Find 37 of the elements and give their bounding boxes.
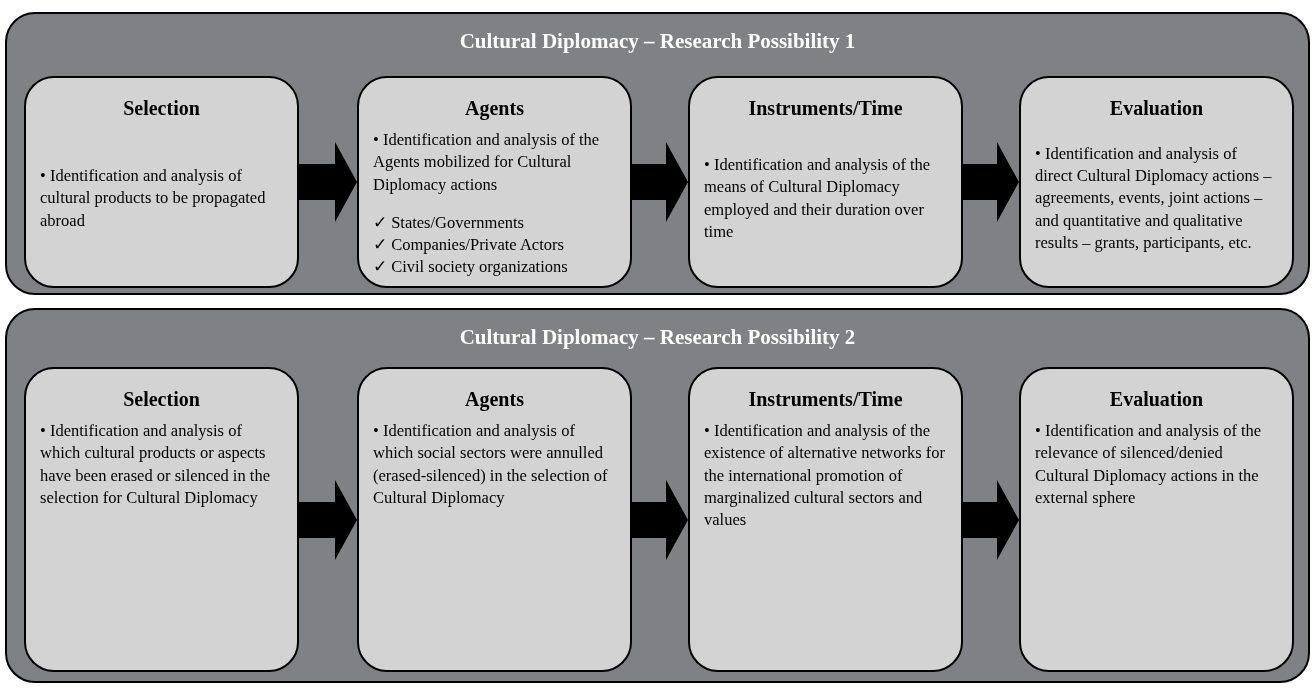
step-box [24, 76, 299, 288]
block-arrow [963, 479, 1019, 560]
step-box [357, 367, 632, 672]
step-description: • Identification and analysis of the Agents mobilized for Cultural Diplomacy actions [373, 129, 601, 196]
block-arrow [299, 479, 357, 560]
step-description: • Identification and analysis of cultural products to be propagated abroad [40, 165, 267, 232]
checklist-item: ✓ States/Governments [373, 211, 526, 234]
step-description: • Identification and analysis of the existence of alternative networks for the international promotion of marginalized cultural sectors and values [704, 420, 946, 532]
step-box [1019, 76, 1294, 288]
checklist-item: ✓ Civil society organizations [373, 256, 569, 279]
step-heading: Selection [123, 96, 200, 121]
step-heading: Instruments/Time [748, 387, 903, 412]
panel-title: Cultural Diplomacy – Research Possibility 2 [459, 324, 856, 351]
step-heading: Agents [465, 96, 524, 121]
block-arrow [632, 142, 688, 222]
step-heading: Agents [465, 387, 524, 412]
step-heading: Evaluation [1109, 96, 1204, 121]
panel-title: Cultural Diplomacy – Research Possibility 1 [459, 28, 856, 55]
step-description: • Identification and analysis of which social sectors were annulled (erased-silenced) in the selection of Cultural Diplomacy [373, 420, 609, 509]
step-description: • Identification and analysis of which cultural products or aspects have been erased or silenced in the selection for Cultural Diplomacy [40, 420, 271, 509]
step-description: • Identification and analysis of direct Cultural Diplomacy actions – agreements, events, joint actions – and quantitative and qualitative results – grants, participants, etc. [1035, 142, 1273, 254]
step-box [688, 76, 963, 288]
panel [5, 308, 1310, 683]
step-description: • Identification and analysis of the means of Cultural Diplomacy employed and their duration over time [704, 153, 932, 243]
step-box [24, 367, 299, 672]
block-arrow [299, 142, 357, 222]
step-box [1019, 367, 1294, 672]
block-arrow [632, 479, 688, 560]
step-description: • Identification and analysis of the relevance of silenced/denied Cultural Diplomacy actions in the external sphere [1035, 420, 1263, 509]
step-heading: Instruments/Time [748, 96, 903, 121]
step-heading: Selection [123, 387, 200, 412]
panel [5, 12, 1310, 295]
block-arrow [963, 142, 1019, 222]
step-heading: Evaluation [1109, 387, 1204, 412]
step-box [357, 76, 632, 288]
step-box [688, 367, 963, 672]
checklist-item: ✓ Companies/Private Actors [373, 234, 565, 257]
